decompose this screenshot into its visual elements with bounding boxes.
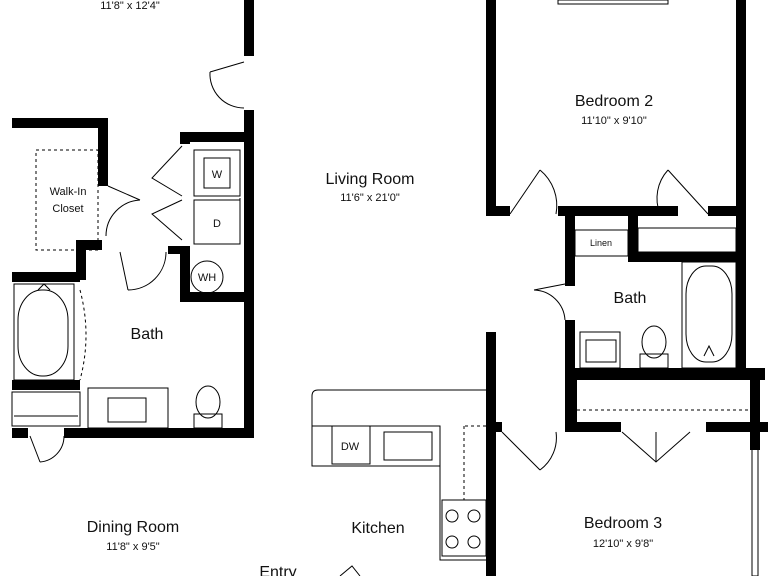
top-left-room-dimensions: 11'8" x 12'4" xyxy=(100,0,160,12)
entry-label: Entry xyxy=(259,564,296,576)
bedroom-2-label: Bedroom 2 xyxy=(575,93,653,110)
living-room-label: Living Room xyxy=(326,171,415,188)
walls xyxy=(12,0,768,576)
walk-in-closet-label-line2: Closet xyxy=(52,203,83,215)
washer-label: W xyxy=(212,169,223,181)
dining-room-label: Dining Room xyxy=(87,519,179,536)
dishwasher-label: DW xyxy=(341,441,360,453)
kitchen-label: Kitchen xyxy=(351,520,404,537)
dryer-label: D xyxy=(213,218,221,230)
windows xyxy=(557,0,759,576)
bedroom-2-dimensions: 11'10" x 9'10" xyxy=(581,115,647,127)
bedroom-3-label: Bedroom 3 xyxy=(584,515,662,532)
doors xyxy=(29,61,709,576)
left-bath-label: Bath xyxy=(131,326,164,343)
bedroom-3-dimensions: 12'10" x 9'8" xyxy=(593,538,653,550)
linen-label: Linen xyxy=(590,238,612,248)
living-room-dimensions: 11'6" x 21'0" xyxy=(340,192,400,204)
right-bath-label: Bath xyxy=(614,290,647,307)
fixtures xyxy=(11,149,750,561)
walk-in-closet-label-line1: Walk-In xyxy=(50,186,87,198)
dining-room-dimensions: 11'8" x 9'5" xyxy=(106,541,159,553)
water-heater-label: WH xyxy=(198,272,216,284)
